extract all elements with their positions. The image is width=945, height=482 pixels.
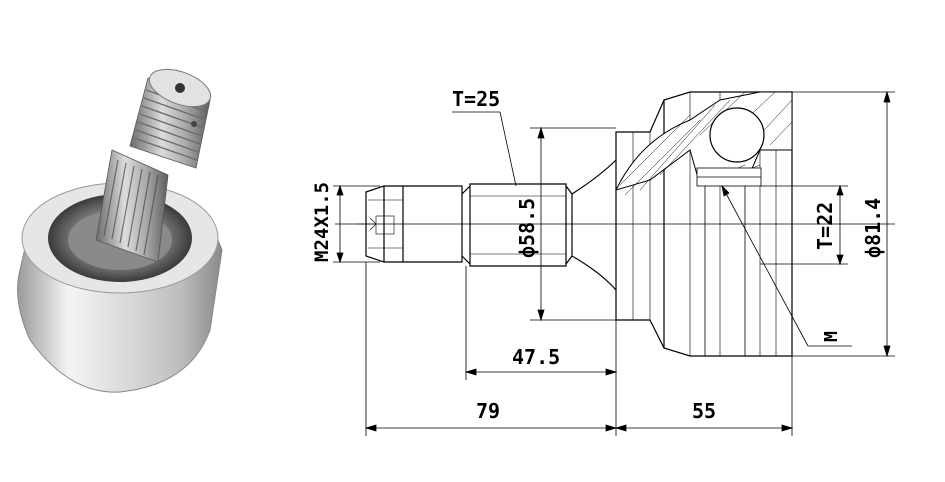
dim-47-5 <box>464 368 618 376</box>
dim-79 <box>364 424 618 432</box>
label-47-5: 47.5 <box>512 345 560 369</box>
leader-m <box>721 184 852 347</box>
label-t22: T=22 <box>813 202 837 250</box>
leader-t25 <box>452 111 517 187</box>
dim-inner-spline <box>760 184 848 266</box>
dim-thread <box>333 184 380 264</box>
dim-housing-diameter <box>792 90 895 358</box>
label-thread: M24X1.5 <box>311 182 333 262</box>
label-55: 55 <box>692 399 716 423</box>
threaded-end <box>356 185 463 263</box>
threaded-stub <box>129 68 212 169</box>
dim-shaft-diameter <box>530 126 616 322</box>
spline-shaft <box>461 183 573 267</box>
ball <box>709 107 765 163</box>
dim-55 <box>614 424 794 432</box>
label-shaft-diameter: ф58.5 <box>515 198 539 258</box>
neck <box>571 159 617 291</box>
splined-shaft <box>95 149 169 263</box>
label-housing-diameter: ф81.4 <box>861 198 885 258</box>
cv-joint-photo <box>17 68 223 393</box>
label-m: M <box>821 331 842 342</box>
label-t25: T=25 <box>452 87 500 111</box>
inner-race <box>696 167 762 356</box>
label-79: 79 <box>476 399 500 423</box>
